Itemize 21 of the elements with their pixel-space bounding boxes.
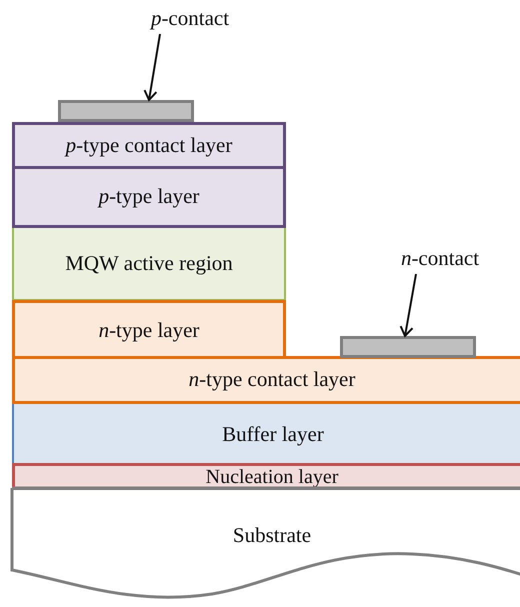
semiconductor-layer xyxy=(12,300,286,359)
contact-pad xyxy=(58,100,194,122)
arrow xyxy=(400,274,417,337)
layer-label: Nucleation layer xyxy=(206,466,338,488)
contact-label: n-contact xyxy=(400,247,480,271)
semiconductor-layer xyxy=(12,404,520,465)
semiconductor-layer xyxy=(12,166,286,228)
contact-label: p-contact xyxy=(150,7,230,31)
contact-pad xyxy=(340,336,476,358)
arrow xyxy=(144,34,161,101)
semiconductor-layer xyxy=(12,228,286,301)
semiconductor-layer xyxy=(12,356,520,404)
layer-label: n-type layer xyxy=(98,319,200,343)
layer-label: Buffer layer xyxy=(222,422,324,446)
layer-label: n-type contact layer xyxy=(188,368,356,392)
layer-label: MQW active region xyxy=(65,252,233,276)
layer-label: p-type contact layer xyxy=(66,134,232,158)
semiconductor-layer xyxy=(12,122,286,169)
substrate-layer xyxy=(12,488,520,598)
layer-label: Substrate xyxy=(232,524,312,548)
layer-label: p-type layer xyxy=(98,185,200,209)
